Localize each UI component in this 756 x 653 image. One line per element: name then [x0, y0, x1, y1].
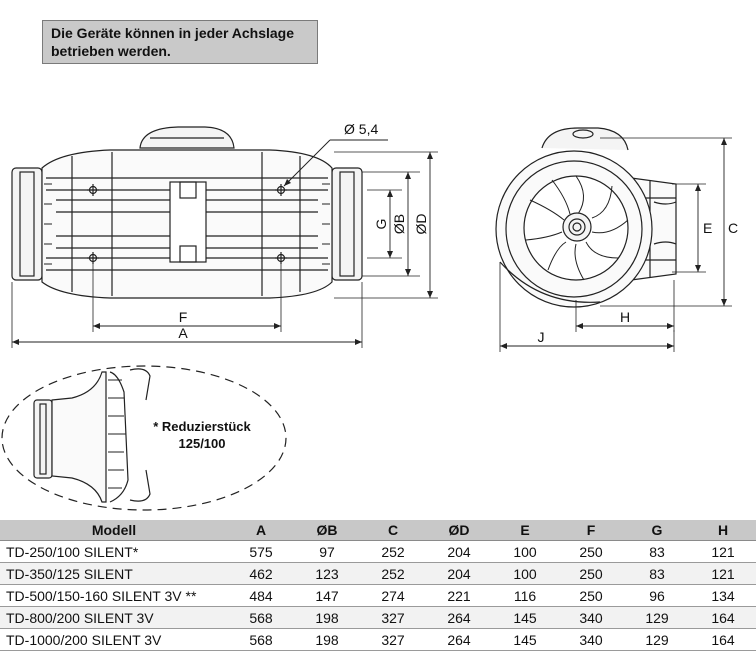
- column-header: C: [360, 520, 426, 541]
- value-cell: 327: [360, 606, 426, 629]
- reducer-label-line-2: 125/100: [179, 436, 226, 451]
- dimensions-table: Modell A ØB C ØD E F G H TD-250/100 SILE…: [0, 520, 756, 651]
- value-cell: 221: [426, 584, 492, 607]
- value-cell: 116: [492, 584, 558, 607]
- technical-drawing: Ø 5,4 F A G ØB ØD E C H J * Reduzierstüc…: [1, 121, 738, 511]
- value-cell: 129: [624, 606, 690, 629]
- column-header: ØD: [426, 520, 492, 541]
- table-row: TD-500/150-160 SILENT 3V ** 484 147 274 …: [0, 584, 756, 607]
- column-header: H: [690, 520, 756, 541]
- value-cell: 204: [426, 540, 492, 563]
- value-cell: 97: [294, 540, 360, 563]
- table-row: TD-250/100 SILENT* 575 97 252 204 100 25…: [0, 540, 756, 563]
- value-cell: 164: [690, 606, 756, 629]
- hole-diameter-label: Ø 5,4: [344, 121, 378, 137]
- value-cell: 164: [690, 628, 756, 651]
- model-cell: TD-500/150-160 SILENT 3V **: [0, 584, 228, 607]
- value-cell: 145: [492, 606, 558, 629]
- mounting-note-line-2: betrieben werden.: [51, 43, 171, 59]
- value-cell: 568: [228, 606, 294, 629]
- dim-g-label: G: [373, 219, 389, 230]
- dim-j-label: J: [538, 329, 545, 345]
- model-cell: TD-250/100 SILENT*: [0, 540, 228, 563]
- table-header-row: Modell A ØB C ØD E F G H: [0, 520, 756, 541]
- value-cell: 252: [360, 540, 426, 563]
- value-cell: 134: [690, 584, 756, 607]
- model-cell: TD-350/125 SILENT: [0, 562, 228, 585]
- value-cell: 252: [360, 562, 426, 585]
- value-cell: 250: [558, 562, 624, 585]
- value-cell: 575: [228, 540, 294, 563]
- value-cell: 83: [624, 540, 690, 563]
- table-row: TD-350/125 SILENT 462 123 252 204 100 25…: [0, 562, 756, 585]
- value-cell: 568: [228, 628, 294, 651]
- value-cell: 264: [426, 628, 492, 651]
- column-header: ØB: [294, 520, 360, 541]
- value-cell: 484: [228, 584, 294, 607]
- value-cell: 250: [558, 584, 624, 607]
- value-cell: 327: [360, 628, 426, 651]
- model-cell: TD-1000/200 SILENT 3V: [0, 628, 228, 651]
- arrowheads: [12, 138, 727, 349]
- column-header: A: [228, 520, 294, 541]
- value-cell: 340: [558, 628, 624, 651]
- table-row: TD-800/200 SILENT 3V 568 198 327 264 145…: [0, 606, 756, 629]
- model-cell: TD-800/200 SILENT 3V: [0, 606, 228, 629]
- dim-ob-label: ØB: [391, 214, 407, 234]
- side-view: [11, 126, 438, 348]
- value-cell: 147: [294, 584, 360, 607]
- value-cell: 123: [294, 562, 360, 585]
- reducer-label-line-1: * Reduzierstück: [153, 419, 251, 434]
- value-cell: 250: [558, 540, 624, 563]
- value-cell: 264: [426, 606, 492, 629]
- value-cell: 121: [690, 562, 756, 585]
- dim-f-label: F: [179, 309, 188, 325]
- value-cell: 204: [426, 562, 492, 585]
- dim-h-label: H: [620, 309, 630, 325]
- value-cell: 340: [558, 606, 624, 629]
- value-cell: 100: [492, 540, 558, 563]
- value-cell: 198: [294, 628, 360, 651]
- mounting-note-line-1: Die Geräte können in jeder Achslage: [51, 25, 295, 41]
- value-cell: 96: [624, 584, 690, 607]
- column-header: G: [624, 520, 690, 541]
- reducer-detail: [1, 365, 287, 511]
- dim-e-label: E: [703, 220, 712, 236]
- column-header: E: [492, 520, 558, 541]
- value-cell: 274: [360, 584, 426, 607]
- value-cell: 198: [294, 606, 360, 629]
- value-cell: 129: [624, 628, 690, 651]
- mounting-note: Die Geräte können in jeder Achslage betr…: [42, 20, 318, 64]
- column-header: F: [558, 520, 624, 541]
- value-cell: 462: [228, 562, 294, 585]
- dim-od-label: ØD: [413, 214, 429, 235]
- front-view: [495, 127, 732, 352]
- value-cell: 83: [624, 562, 690, 585]
- column-header: Modell: [0, 520, 228, 541]
- dim-a-label: A: [178, 325, 188, 341]
- table-row: TD-1000/200 SILENT 3V 568 198 327 264 14…: [0, 628, 756, 651]
- value-cell: 121: [690, 540, 756, 563]
- dim-c-label: C: [728, 220, 738, 236]
- value-cell: 100: [492, 562, 558, 585]
- value-cell: 145: [492, 628, 558, 651]
